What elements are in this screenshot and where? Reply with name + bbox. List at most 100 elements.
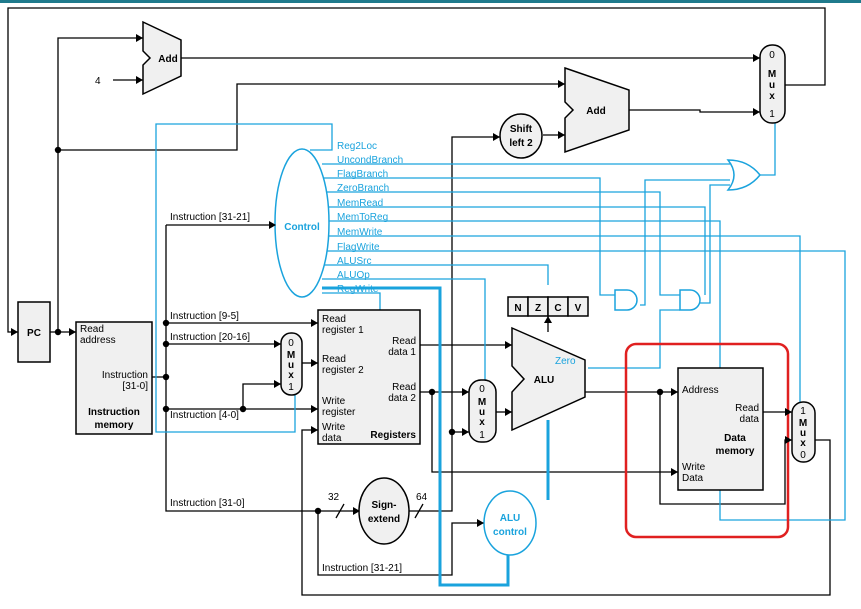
signal-uncondbranch: UncondBranch bbox=[337, 155, 403, 166]
memtoreg-mux: 1 M u x 0 bbox=[791, 401, 816, 463]
svg-text:x: x bbox=[479, 417, 485, 428]
svg-text:Read: Read bbox=[322, 354, 346, 365]
control-signal-labels: Reg2Loc UncondBranch FlagBranch ZeroBran… bbox=[337, 141, 403, 295]
svg-text:register 1: register 1 bbox=[322, 325, 364, 336]
svg-text:1: 1 bbox=[288, 382, 294, 393]
svg-text:Write: Write bbox=[682, 462, 706, 473]
svg-text:M: M bbox=[287, 350, 295, 361]
svg-text:data: data bbox=[322, 433, 342, 444]
svg-text:0: 0 bbox=[800, 450, 806, 461]
svg-text:Address: Address bbox=[682, 385, 719, 396]
svg-text:u: u bbox=[479, 407, 485, 418]
svg-text:Shift: Shift bbox=[510, 124, 533, 135]
signal-reg2loc: Reg2Loc bbox=[337, 141, 377, 152]
svg-text:Write: Write bbox=[322, 422, 346, 433]
svg-text:1: 1 bbox=[769, 109, 775, 120]
svg-text:extend: extend bbox=[368, 514, 400, 525]
svg-text:Registers: Registers bbox=[370, 430, 416, 441]
instruction-memory: Read address Instruction [31-0] Instruct… bbox=[75, 321, 153, 435]
arrowheads bbox=[11, 34, 792, 527]
alu-control-unit: ALU control bbox=[483, 490, 537, 556]
svg-text:Read: Read bbox=[392, 336, 416, 347]
svg-text:0: 0 bbox=[769, 50, 775, 61]
flag-v: V bbox=[575, 303, 582, 314]
svg-text:x: x bbox=[800, 438, 806, 449]
svg-text:[31-0]: [31-0] bbox=[122, 381, 148, 392]
flag-c: C bbox=[554, 303, 561, 314]
constant-four: 4 bbox=[95, 76, 101, 87]
aluop-thick-wire bbox=[322, 286, 550, 587]
data-memory: Address Read data Data memory Write Data bbox=[677, 367, 764, 491]
zero-branch-and-gate bbox=[679, 289, 701, 311]
svg-text:Add: Add bbox=[158, 54, 177, 65]
svg-text:ALU: ALU bbox=[534, 375, 555, 386]
svg-text:Read: Read bbox=[322, 314, 346, 325]
signal-aluop: ALUOp bbox=[337, 270, 370, 281]
alusrc-mux: 0 M u x 1 bbox=[468, 379, 497, 443]
svg-text:x: x bbox=[769, 91, 775, 102]
field-31-0: Instruction [31-0] bbox=[170, 498, 245, 509]
svg-text:memory: memory bbox=[716, 446, 755, 457]
svg-text:M: M bbox=[768, 69, 776, 80]
svg-text:PC: PC bbox=[27, 328, 41, 339]
svg-text:0: 0 bbox=[479, 384, 485, 395]
register-file: Read register 1 Read register 2 Write re… bbox=[317, 309, 421, 445]
pc-source-mux: 0 M u x 1 bbox=[759, 44, 786, 124]
instruction-field-labels: Instruction [31-21] Instruction [9-5] In… bbox=[170, 212, 402, 574]
field-4-0: Instruction [4-0] bbox=[170, 410, 239, 421]
control-unit: Control bbox=[274, 148, 330, 298]
svg-text:ALU: ALU bbox=[500, 513, 521, 524]
field-20-16: Instruction [20-16] bbox=[170, 332, 250, 343]
flag-z: Z bbox=[535, 303, 541, 314]
svg-text:register 2: register 2 bbox=[322, 365, 364, 376]
sign-extend-unit: Sign- extend 32 64 bbox=[328, 477, 428, 545]
flag-n: N bbox=[514, 303, 521, 314]
reg2loc-mux: 0 M u x 1 bbox=[280, 332, 303, 396]
signal-memread: MemRead bbox=[337, 198, 383, 209]
svg-text:data: data bbox=[740, 414, 760, 425]
signal-regwrite: RegWrite bbox=[337, 284, 379, 295]
svg-text:control: control bbox=[493, 527, 527, 538]
svg-text:Read: Read bbox=[80, 324, 104, 335]
signal-zerobranch: ZeroBranch bbox=[337, 183, 389, 194]
svg-text:Data: Data bbox=[724, 433, 746, 444]
signal-flagbranch: FlagBranch bbox=[337, 169, 388, 180]
flag-branch-and-gate bbox=[614, 289, 638, 311]
alu: ALU Zero bbox=[511, 326, 586, 432]
branch-target-adder: Add bbox=[564, 66, 630, 154]
svg-text:address: address bbox=[80, 335, 116, 346]
svg-text:x: x bbox=[288, 370, 294, 381]
datapath-wires bbox=[7, 7, 831, 596]
svg-text:Zero: Zero bbox=[555, 356, 576, 367]
wire-junction-dots bbox=[54, 146, 664, 515]
input-width-label: 32 bbox=[328, 492, 340, 503]
pc-register: PC bbox=[17, 301, 51, 363]
svg-text:register: register bbox=[322, 407, 356, 418]
svg-text:Control: Control bbox=[284, 222, 320, 233]
svg-text:1: 1 bbox=[479, 430, 485, 441]
field-31-21-control: Instruction [31-21] bbox=[170, 212, 250, 223]
signal-memtoreg: MemToReg bbox=[337, 212, 388, 223]
top-frame-line bbox=[0, 0, 861, 3]
svg-text:u: u bbox=[769, 80, 775, 91]
signal-flagwrite: FlagWrite bbox=[337, 242, 380, 253]
svg-text:Add: Add bbox=[586, 106, 605, 117]
svg-text:Read: Read bbox=[735, 403, 759, 414]
signal-memwrite: MemWrite bbox=[337, 227, 383, 238]
svg-text:u: u bbox=[800, 428, 806, 439]
svg-text:Data: Data bbox=[682, 473, 704, 484]
svg-text:data 1: data 1 bbox=[388, 347, 416, 358]
svg-text:Instruction: Instruction bbox=[102, 370, 148, 381]
svg-text:Instruction: Instruction bbox=[88, 407, 140, 418]
svg-text:data 2: data 2 bbox=[388, 393, 416, 404]
field-31-21-alu: Instruction [31-21] bbox=[322, 563, 402, 574]
shift-left-2: Shift left 2 bbox=[499, 113, 543, 159]
branch-or-gate bbox=[726, 159, 761, 191]
svg-text:M: M bbox=[799, 418, 807, 429]
svg-text:memory: memory bbox=[95, 420, 134, 431]
svg-text:1: 1 bbox=[800, 406, 806, 417]
svg-text:M: M bbox=[478, 397, 486, 408]
control-wires bbox=[155, 120, 846, 521]
signal-alusrc: ALUSrc bbox=[337, 256, 371, 267]
